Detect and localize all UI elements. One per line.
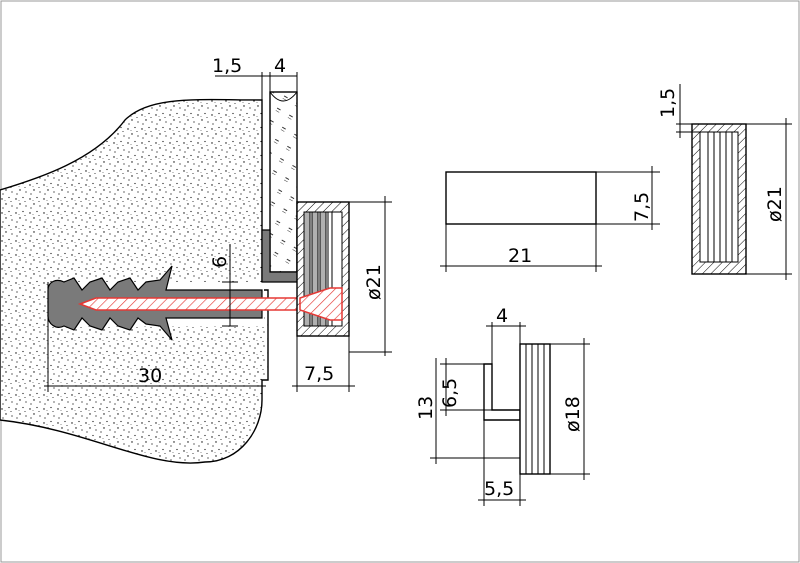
glass-break-line <box>269 91 298 102</box>
cap-disc-3 <box>319 211 327 327</box>
dim-washer-height: 6 <box>209 256 231 268</box>
dim-glass-thickness: 4 <box>274 55 286 77</box>
main-dimensions: 1,5 4 6 ø21 7,5 30 <box>44 55 392 392</box>
cap-side-view: 7,5 21 <box>440 166 660 272</box>
cap-disc-4 <box>327 211 333 327</box>
dim-glass-gap: 1,5 <box>212 55 242 77</box>
dim-cap-diameter-detail: ø21 <box>764 186 786 222</box>
dim-spacer-diameter: ø18 <box>562 396 584 432</box>
cap-side-outline <box>445 171 597 225</box>
cap-detail: 1,5 ø21 <box>657 84 792 280</box>
cap-disc-2 <box>311 211 319 327</box>
dim-drill-depth: 30 <box>138 365 162 387</box>
spacer-detail: 4 6,5 13 ø18 5,5 <box>415 305 590 506</box>
concrete-wall <box>0 98 269 464</box>
cap-main <box>296 201 350 337</box>
dim-side-height: 7,5 <box>631 192 653 222</box>
glass-pane <box>269 91 298 273</box>
spacer-body <box>483 363 521 421</box>
spacer-ribbed-disc <box>519 343 551 475</box>
dim-spacer-step: 4 <box>496 305 508 327</box>
dim-spacer-inner: 6,5 <box>439 378 461 408</box>
dim-spacer-depth: 5,5 <box>484 478 514 500</box>
wall-section <box>0 98 269 464</box>
screw-shank <box>77 297 301 311</box>
dim-side-width: 21 <box>508 245 532 267</box>
dim-spacer-total: 13 <box>415 396 437 420</box>
dim-cap-lip: 1,5 <box>657 88 679 118</box>
dim-cap-diameter-main: ø21 <box>363 264 385 300</box>
glass-panel <box>269 91 298 273</box>
cap-disc-1 <box>303 211 311 327</box>
dim-cap-depth-main: 7,5 <box>304 363 334 385</box>
